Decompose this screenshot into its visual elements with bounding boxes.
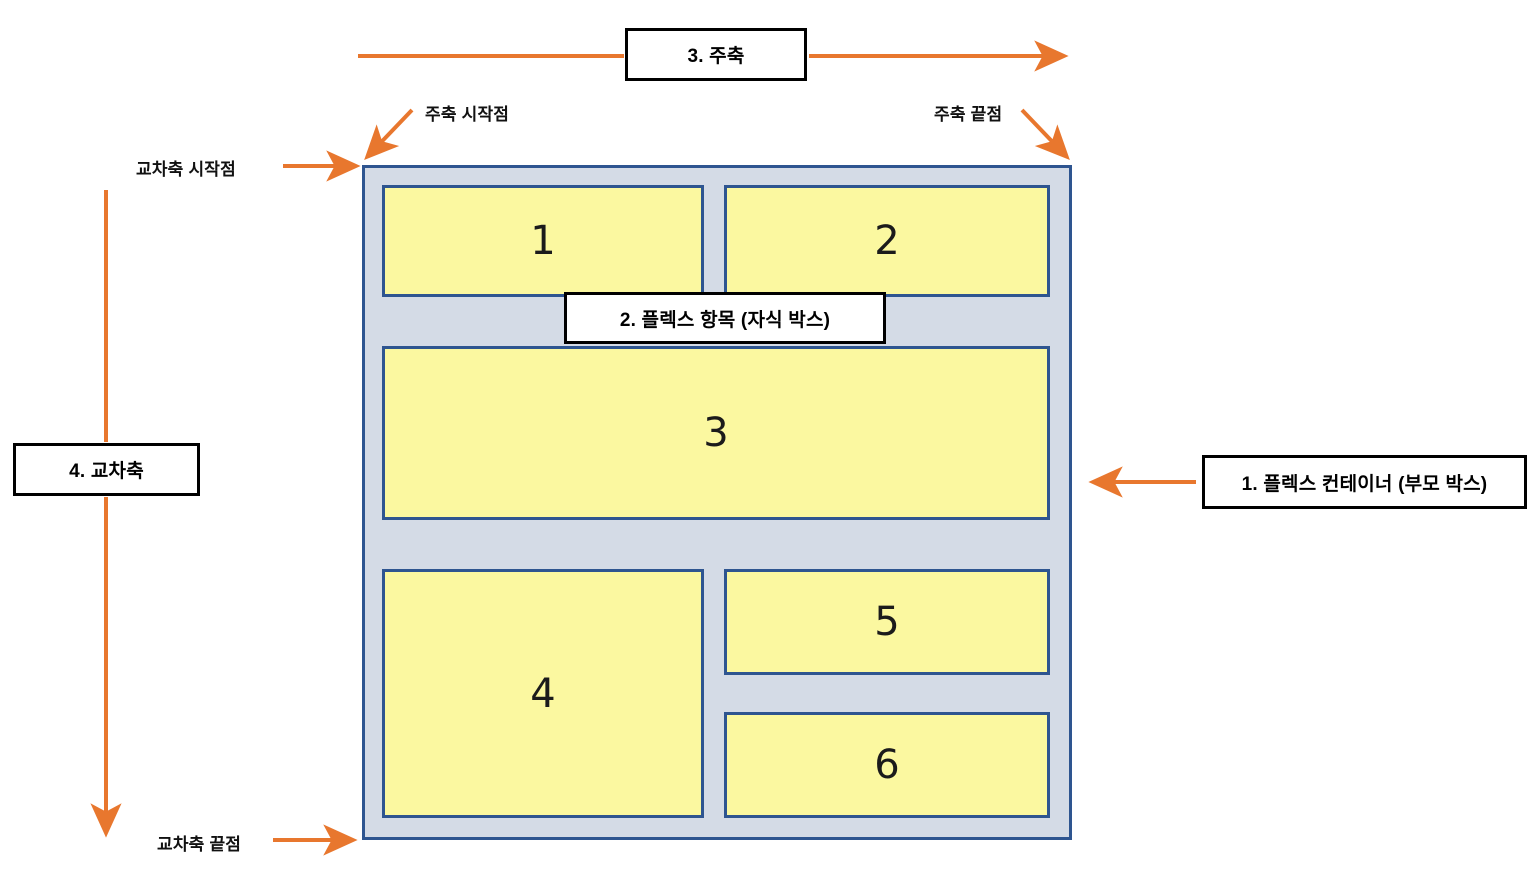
flex-item-3-label: 3 <box>703 410 729 456</box>
cross-axis-callout: 4. 교차축 <box>13 443 200 496</box>
main-axis-callout: 3. 주축 <box>625 28 807 81</box>
main-axis-start-arrow <box>364 108 414 161</box>
main-axis-end-label: 주축 끝점 <box>934 105 1003 124</box>
flex-container-callout-label: 1. 플렉스 컨테이너 (부모 박스) <box>1241 473 1488 495</box>
flex-container-callout: 1. 플렉스 컨테이너 (부모 박스) <box>1202 455 1527 509</box>
flex-item-1: 1 <box>382 185 704 297</box>
flex-item-4: 4 <box>382 569 704 818</box>
main-axis-end-arrow <box>1020 108 1070 161</box>
main-axis-callout-label: 3. 주축 <box>687 46 745 67</box>
flex-item-6: 6 <box>724 712 1050 818</box>
flex-item-6-label: 6 <box>874 742 900 788</box>
flex-item-5: 5 <box>724 569 1050 675</box>
flex-row-middle: 3 <box>382 346 1050 520</box>
flex-container-box: 1 2 3 4 5 6 <box>362 165 1072 840</box>
flex-right-stack: 5 6 <box>724 569 1050 818</box>
flex-row-bottom: 4 5 6 <box>382 569 1050 818</box>
cross-axis-end-label: 교차축 끝점 <box>157 835 242 854</box>
cross-axis-callout-label: 4. 교차축 <box>69 461 144 482</box>
flex-item-2: 2 <box>724 185 1050 297</box>
flex-item-callout-label: 2. 플렉스 항목 (자식 박스) <box>619 309 831 331</box>
flex-item-1-label: 1 <box>530 218 556 264</box>
flex-row-top: 1 2 <box>382 185 1050 297</box>
main-axis-start-label: 주축 시작점 <box>425 105 510 124</box>
flex-item-2-label: 2 <box>874 218 900 264</box>
cross-axis-start-label: 교차축 시작점 <box>136 160 236 179</box>
flex-item-5-label: 5 <box>874 599 900 645</box>
flex-item-3: 3 <box>382 346 1050 520</box>
flex-item-callout: 2. 플렉스 항목 (자식 박스) <box>564 292 886 344</box>
flex-item-4-label: 4 <box>530 670 556 717</box>
